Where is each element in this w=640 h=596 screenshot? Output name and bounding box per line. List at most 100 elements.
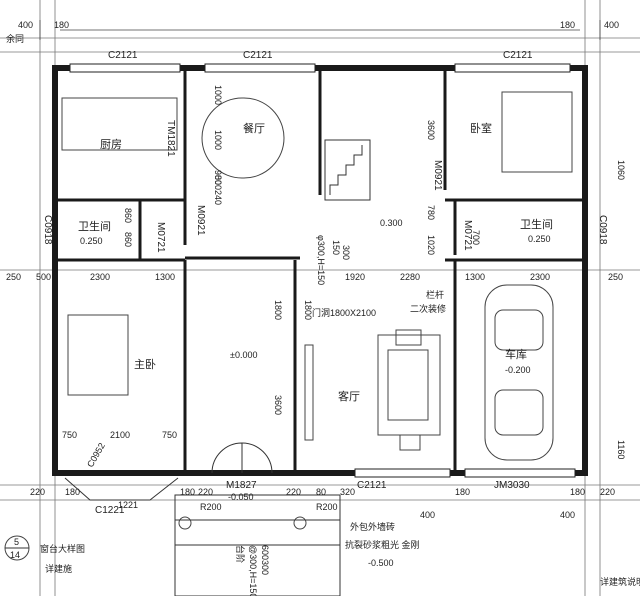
staircase [324, 139, 371, 201]
code-dual-upper: 二次装修 [410, 303, 446, 314]
dim-320: 320 [340, 487, 355, 497]
room-kitchen: 厨房 [100, 138, 122, 151]
dim-1000b: 1000 [213, 130, 223, 150]
note-steps-dim: @300,H=150 [248, 545, 258, 596]
dim-180b: 180 [180, 487, 195, 497]
dim-220b: 220 [198, 487, 213, 497]
dim-500: 500 [36, 272, 51, 282]
bedroom-furniture [61, 91, 573, 396]
dim-1000a: 1000 [213, 85, 223, 105]
entry-doors [211, 442, 576, 478]
dim-250a: 250 [6, 272, 21, 282]
code-jm3030: JM3030 [494, 480, 530, 491]
dim-top-180a: 180 [54, 20, 69, 30]
note-section-sheet: 14 [10, 550, 20, 560]
dim-250b: 250 [608, 272, 623, 282]
code-column-note: φ300,H=150 [316, 235, 326, 285]
code-c0918-right: C0918 [597, 215, 608, 245]
note-balcony-sub: 详建施 [45, 563, 72, 574]
code-m1827: M1827 [226, 480, 257, 491]
window-code-top-left: C2121 [108, 50, 138, 61]
room-dining: 餐厅 [243, 121, 265, 135]
dim-750a: 750 [62, 430, 77, 440]
note-balcony-title: 窗台大样图 [40, 543, 85, 554]
level-hall: ±0.000 [230, 350, 257, 360]
note-section-no: 5 [14, 537, 19, 547]
dim-3600b: 3600 [273, 395, 283, 415]
room-bath-left: 卫生间 [78, 219, 111, 233]
dim-80: 80 [316, 487, 326, 497]
dim-400c: 400 [420, 510, 435, 520]
code-bottom-window: C2121 [357, 480, 387, 491]
dim-180a: 180 [65, 487, 80, 497]
bay-window [64, 477, 179, 501]
dim-180c: 180 [455, 487, 470, 497]
dim-2300b: 2300 [530, 272, 550, 282]
level-garage: -0.200 [505, 365, 531, 375]
level-entry: -0.050 [228, 492, 254, 502]
dim-150: 150 [331, 240, 341, 255]
code-m0921-mid: M0921 [195, 205, 206, 236]
note-right: 详建筑说明 [600, 576, 640, 587]
level-outside: -0.500 [368, 558, 394, 568]
dim-800: 800 [213, 175, 223, 190]
interior-dimensions: 1000 1000 900 240 800 3600 780 1020 860 … [6, 85, 623, 440]
bottom-dimensions: 220 180 220 180 220 80 320 400 180 1221 … [30, 160, 626, 520]
dim-860a: 860 [123, 208, 133, 223]
code-m0921-right: M0921 [432, 160, 443, 191]
dim-300: 300 [341, 245, 351, 260]
dim-3600a: 3600 [426, 120, 436, 140]
room-bedroom: 卧室 [470, 121, 492, 135]
dim-top-180b: 180 [560, 20, 575, 30]
code-door-opening: 门洞1800X2100 [312, 307, 376, 318]
dim-r200a: R200 [200, 502, 222, 512]
note-ext-wall: 外包外墙砖 [350, 521, 395, 532]
code-c0918-left: C0918 [42, 215, 53, 245]
dim-2280: 2280 [400, 272, 420, 282]
top-windows: C2121 C2121 C2121 [69, 50, 571, 73]
code-m0721-left: M0721 [155, 222, 166, 253]
element-codes: TM1821 M0921 M0921 M0721 M0721 C0918 C09… [42, 120, 608, 516]
dim-1800a: 1800 [273, 300, 283, 320]
garage-car [484, 284, 554, 461]
dim-2100: 2100 [110, 430, 130, 440]
dim-1060: 1060 [616, 160, 626, 180]
dim-900: 900 [213, 170, 223, 185]
room-labels: 厨房 餐厅 卧室 主卧 客厅 车库 卫生间 卫生间 [78, 121, 553, 403]
note-ext-wall2: 抗裂砂浆粗光 金刚 [345, 539, 420, 550]
top-left-note: 余同 [6, 33, 24, 44]
room-master-bedroom: 主卧 [134, 358, 156, 371]
dim-1160: 1160 [616, 440, 626, 459]
level-corridor: 0.300 [380, 218, 403, 228]
dim-220a: 220 [30, 487, 45, 497]
window-code-top-mid: C2121 [243, 50, 273, 61]
window-code-top-right: C2121 [503, 50, 533, 61]
dim-700: 700 [471, 230, 481, 245]
top-dimension-labels: 400 180 180 400 余同 [6, 20, 619, 44]
entry-steps [174, 494, 341, 596]
dim-1300a: 1300 [155, 272, 175, 282]
dim-860b: 860 [123, 232, 133, 247]
dim-top-400: 400 [18, 20, 33, 30]
level-labels: 0.250 0.250 0.300 ±0.000 -0.200 -0.050 -… [80, 218, 551, 568]
dim-400d: 400 [560, 510, 575, 520]
living-furniture [304, 329, 441, 451]
dim-top-400b: 400 [604, 20, 619, 30]
code-c0952: C0952 [85, 441, 107, 469]
dim-1020: 1020 [426, 235, 436, 255]
room-bath-right: 卫生间 [520, 217, 553, 231]
dim-780: 780 [426, 205, 436, 220]
dim-2300a: 2300 [90, 272, 110, 282]
note-steps-dim2: 600300 [260, 545, 270, 575]
dim-180d: 180 [570, 487, 585, 497]
dim-220c: 220 [286, 487, 301, 497]
level-kitchen-bath: 0.250 [80, 236, 103, 246]
notes: 5 14 窗台大样图 详建施 台阶 @300,H=150 600300 外包外墙… [4, 521, 640, 596]
dim-r200b: R200 [316, 502, 338, 512]
code-railing: 栏杆 [426, 289, 444, 300]
dim-750b: 750 [162, 430, 177, 440]
interior-walls [55, 68, 585, 473]
note-steps: 台阶 [235, 545, 246, 563]
code-c1221: C1221 [95, 505, 125, 516]
